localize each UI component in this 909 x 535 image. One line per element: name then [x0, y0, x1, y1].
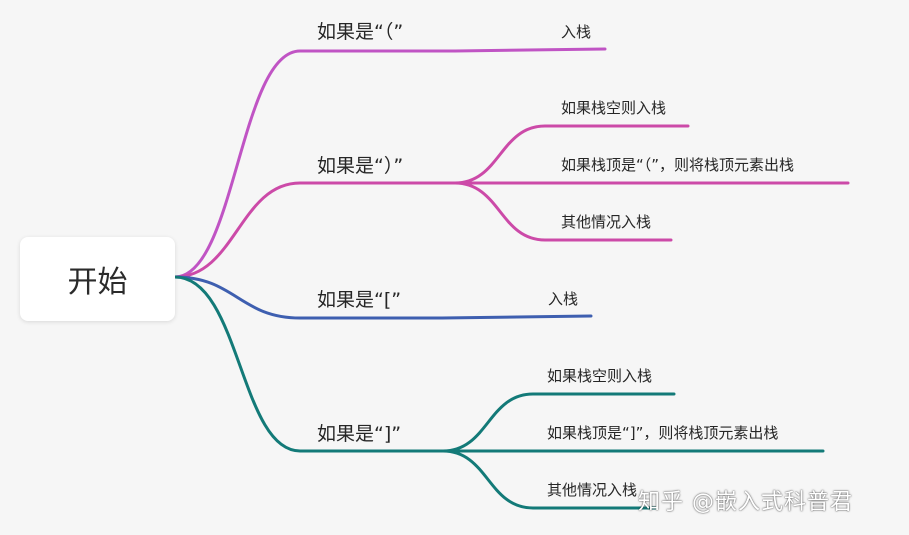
connector-root-to-branch-4	[173, 275, 445, 453]
branch-node-1[interactable]: 如果是“（”	[317, 21, 404, 43]
root-node-label: 开始	[67, 265, 128, 300]
root-node[interactable]: 开始	[20, 237, 175, 321]
connector-branch-4-to-child-1	[441, 392, 676, 453]
connector-branch-4-to-child-3	[441, 449, 657, 510]
connector-root-to-branch-1	[173, 49, 457, 279]
leaf-node-1-1[interactable]: 入栈	[561, 23, 592, 41]
branch-node-2[interactable]: 如果是“）”	[317, 155, 404, 177]
leaf-node-2-2[interactable]: 如果栈顶是“（”，则将栈顶元素出栈	[561, 156, 795, 174]
leaf-node-4-1[interactable]: 如果栈空则入栈	[547, 367, 653, 385]
connector-branch-3-to-child-1	[440, 314, 593, 320]
watermark-text: 知乎 @嵌入式科普君	[638, 490, 853, 515]
connector-root-to-branch-2	[173, 181, 457, 279]
leaf-node-4-2[interactable]: 如果栈顶是“]”，则将栈顶元素出栈	[547, 424, 779, 442]
leaf-node-2-1[interactable]: 如果栈空则入栈	[561, 99, 667, 117]
leaf-node-3-1[interactable]: 入栈	[548, 290, 579, 308]
connector-branch-2-to-child-1	[453, 124, 690, 185]
connector-root-to-branch-3	[173, 275, 444, 320]
connector-branch-1-to-child-1	[453, 47, 607, 53]
leaf-node-2-3[interactable]: 其他情况入栈	[561, 213, 652, 231]
connector-branch-2-to-child-3	[453, 181, 673, 242]
branch-node-3[interactable]: 如果是“[”	[317, 289, 402, 311]
leaf-node-4-3[interactable]: 其他情况入栈	[547, 481, 638, 499]
branch-node-4[interactable]: 如果是“]”	[317, 423, 402, 445]
